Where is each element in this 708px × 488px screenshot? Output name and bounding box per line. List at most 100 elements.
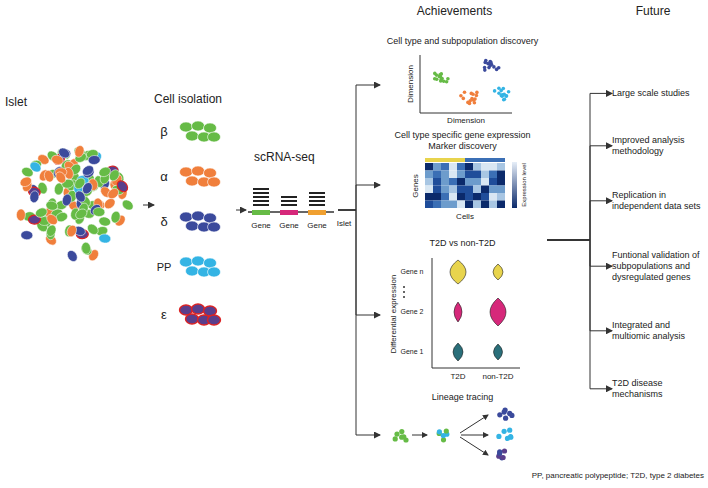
heat-cell — [465, 201, 473, 209]
islet-cell — [93, 207, 106, 217]
scatter-dot — [435, 77, 439, 81]
lineage-cell — [393, 436, 398, 441]
heat-cell — [481, 163, 489, 171]
gene-label: Gene n — [401, 268, 424, 276]
scatter-dot — [497, 87, 501, 91]
node-text: Cell type specific gene expression Marke… — [380, 130, 545, 152]
lineage-cell — [399, 429, 404, 434]
isolated-cell — [204, 168, 217, 178]
islet-cell — [21, 230, 33, 239]
axis-label: Dimension — [447, 117, 485, 126]
axis-label: Dimension — [407, 65, 416, 103]
heat-cell — [457, 163, 465, 171]
scatter-dot — [497, 91, 501, 95]
group-label: T2D — [450, 373, 465, 382]
node-text: Lineage tracing — [380, 392, 545, 403]
heat-cell — [465, 171, 473, 179]
group-label: non-T2D — [482, 373, 513, 382]
heat-cell — [489, 171, 497, 179]
islet-cell — [65, 249, 79, 264]
heat-cell — [425, 186, 433, 194]
islet-cell — [57, 146, 72, 160]
heat-cell — [497, 163, 505, 171]
lineage-cell — [496, 434, 501, 439]
scatter-dot — [507, 90, 511, 94]
islet-cell — [81, 242, 92, 255]
heat-cell — [449, 178, 457, 186]
scatter-dot — [440, 72, 444, 76]
read — [253, 188, 269, 190]
lineage-cells — [393, 408, 515, 461]
result-panel: Cell type and subpopulation discovery — [380, 36, 545, 128]
lineage-cell — [502, 429, 507, 434]
read — [309, 192, 325, 194]
isolated-cell — [186, 314, 199, 324]
islet-cell — [45, 223, 58, 238]
node-text: T2D vs non-T2D — [380, 238, 545, 249]
color-scale — [512, 162, 517, 208]
islet-cell — [98, 216, 112, 228]
heat-group — [441, 158, 449, 162]
violins — [450, 260, 506, 361]
islet-cell — [98, 233, 111, 243]
read — [253, 204, 269, 206]
connector — [143, 205, 154, 206]
heat-cell — [473, 193, 481, 201]
islet-cell — [81, 181, 95, 196]
lineage-cell — [497, 451, 502, 456]
scatter-dot — [471, 92, 475, 96]
lineage-cell — [509, 413, 514, 418]
node-text: Future — [600, 4, 706, 18]
lineage-cell — [497, 412, 502, 417]
isolated-cell — [204, 258, 217, 268]
future-item: Replication in independent data sets — [612, 190, 704, 212]
isolated-cell — [180, 167, 193, 177]
lineage-arrows — [412, 415, 488, 455]
scatter-dot — [459, 94, 463, 98]
scatter-dot — [489, 61, 493, 65]
islet-cell — [20, 166, 35, 179]
isolated-cell — [180, 212, 193, 222]
scale-label: Expression level — [521, 163, 528, 207]
cell-type-label: PP — [157, 261, 172, 273]
heat-cell — [449, 171, 457, 179]
future-item: Improved analysis methodology — [612, 135, 704, 157]
future-item: Large scale studies — [612, 88, 704, 99]
isolated-cell — [192, 304, 205, 314]
heat-cell — [481, 193, 489, 201]
read — [253, 200, 269, 202]
heat-cell — [449, 163, 457, 171]
heat-cell — [481, 186, 489, 194]
heat-cell — [441, 193, 449, 201]
isolated-cell — [208, 315, 221, 325]
islet-cell — [34, 206, 48, 219]
heat-cell — [441, 201, 449, 209]
isolated-cell — [192, 121, 205, 131]
axis-label: Cells — [456, 213, 474, 222]
isolated-cell — [186, 266, 199, 276]
node-text: Cell type and subpopulation discovery — [380, 36, 545, 47]
node-text: Funtional validation of subpopulations a… — [612, 250, 704, 282]
islet-cell — [120, 198, 135, 212]
heat-cell — [457, 186, 465, 194]
isolated-cell — [186, 131, 199, 141]
node-text: scRNA-seq — [254, 150, 338, 164]
heat-cell — [473, 178, 481, 186]
isolated-cell — [180, 257, 193, 267]
lineage-cell — [502, 410, 507, 415]
heat-cell — [425, 201, 433, 209]
scatter-dot — [492, 65, 496, 69]
islet-cell — [79, 242, 94, 257]
heat-cell — [449, 186, 457, 194]
ellipsis-dots — [403, 286, 405, 298]
heat-cell — [497, 178, 505, 186]
heat-cell — [457, 178, 465, 186]
isolated-cell — [192, 166, 205, 176]
islet-cell — [115, 179, 130, 194]
islet-cell — [73, 144, 85, 158]
heat-cell — [481, 171, 489, 179]
node-text: Islet — [5, 95, 143, 109]
cell-type-label: α — [160, 170, 168, 184]
